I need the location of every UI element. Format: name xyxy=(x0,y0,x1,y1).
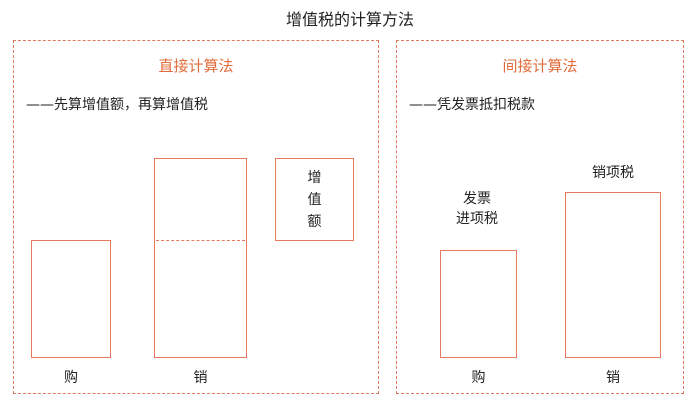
purchase-box xyxy=(31,240,111,358)
value-added-char-1: 增 xyxy=(307,170,322,186)
diagram-title: 增值税的计算方法 xyxy=(285,10,414,29)
value-added-char-2: 值 xyxy=(307,192,322,208)
direct-method-subtitle: ——先算增值额，再算增值税 xyxy=(26,97,208,113)
value-added-label: 增 值 额 xyxy=(276,167,353,233)
direct-method-heading: 直接计算法 xyxy=(158,57,234,75)
sales-label: 销 xyxy=(193,370,208,386)
output-tax-label: 销项税 xyxy=(592,165,634,181)
indirect-sales-label: 销 xyxy=(606,370,620,386)
input-tax-box xyxy=(440,250,517,358)
purchase-label: 购 xyxy=(64,370,78,386)
indirect-method-panel: 间接计算法 ——凭发票抵扣税款 发票 进项税 购 销项税 销 xyxy=(396,40,684,394)
value-added-box: 增 值 额 xyxy=(275,158,354,241)
input-tax-label-line2: 进项税 xyxy=(456,211,498,227)
value-added-char-3: 额 xyxy=(307,214,322,230)
input-tax-label-line1: 发票 xyxy=(463,191,491,207)
input-tax-label: 发票 进项税 xyxy=(437,189,517,229)
indirect-purchase-label: 购 xyxy=(471,370,486,386)
direct-method-panel: 直接计算法 ——先算增值额，再算增值税 购 销 增 值 额 xyxy=(13,40,379,394)
sales-box xyxy=(154,158,247,358)
purchase-level-dashed-line xyxy=(156,240,245,241)
indirect-method-heading: 间接计算法 xyxy=(502,57,578,75)
output-tax-box xyxy=(565,192,661,358)
indirect-method-subtitle: ——凭发票抵扣税款 xyxy=(409,97,535,113)
